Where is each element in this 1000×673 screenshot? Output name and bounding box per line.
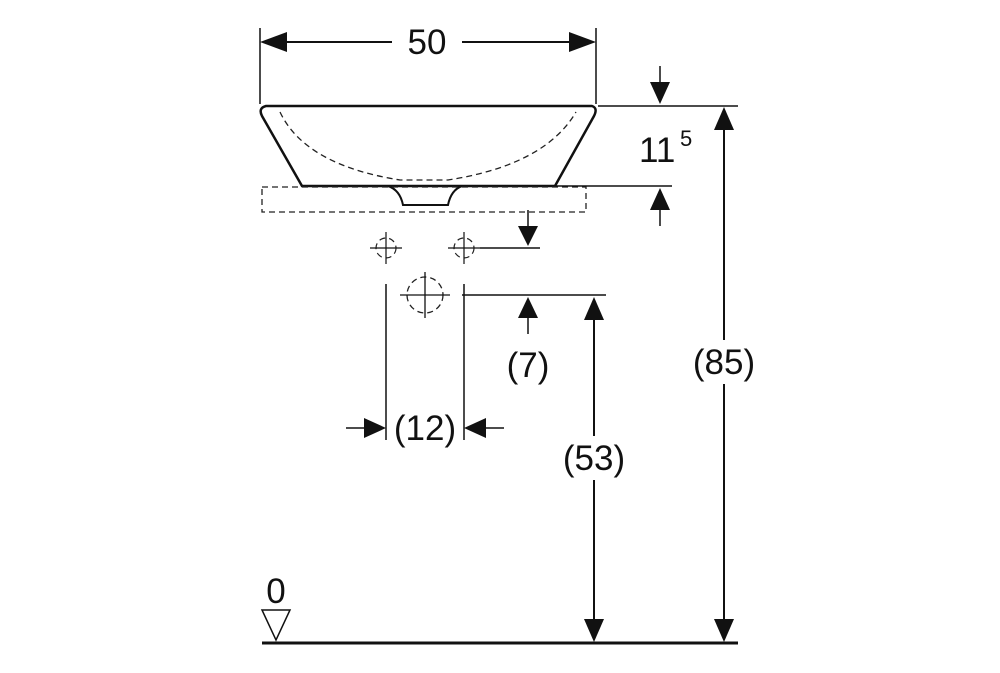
arrowhead-down [518,226,538,246]
tap-spacing-label: (12) [394,409,456,448]
floor-level-label: 0 [266,572,285,611]
width-label: 50 [408,23,447,62]
tap-spacing-dimension: (12) [346,284,504,448]
arrowhead-down [584,619,604,642]
arrowhead-up [584,297,604,320]
total-height-dimension: (85) [688,107,760,642]
tap-markers [370,210,540,264]
arrowhead-up [714,107,734,130]
basin-bowl [259,104,597,206]
outlet-height-label: (53) [563,439,625,478]
arrowhead-down [650,82,670,104]
countertop-outline [261,186,587,213]
rim-height-label: 11 [639,131,675,170]
outlet-offset-dimension: (7) [507,297,550,385]
floor-level: 0 [260,572,738,645]
tap-marker-right [448,232,480,264]
arrowhead-right [364,418,386,438]
level-triangle-icon [260,609,292,642]
rim-height-superscript: 5 [680,126,692,151]
arrowhead-left [260,32,287,52]
total-height-label: (85) [693,343,755,382]
width-dimension: 50 [259,23,597,104]
arrowhead-up [650,188,670,210]
rim-height-dimension: 11 5 [556,66,738,226]
arrowhead-right [569,32,596,52]
outlet-offset-label: (7) [507,346,550,385]
arrowhead-left [464,418,486,438]
arrowhead-down [714,619,734,642]
arrowhead-up [518,297,538,318]
tap-marker-left [370,232,402,264]
outlet-height-dimension: (53) [560,297,630,642]
waste-outlet-marker [400,272,606,318]
